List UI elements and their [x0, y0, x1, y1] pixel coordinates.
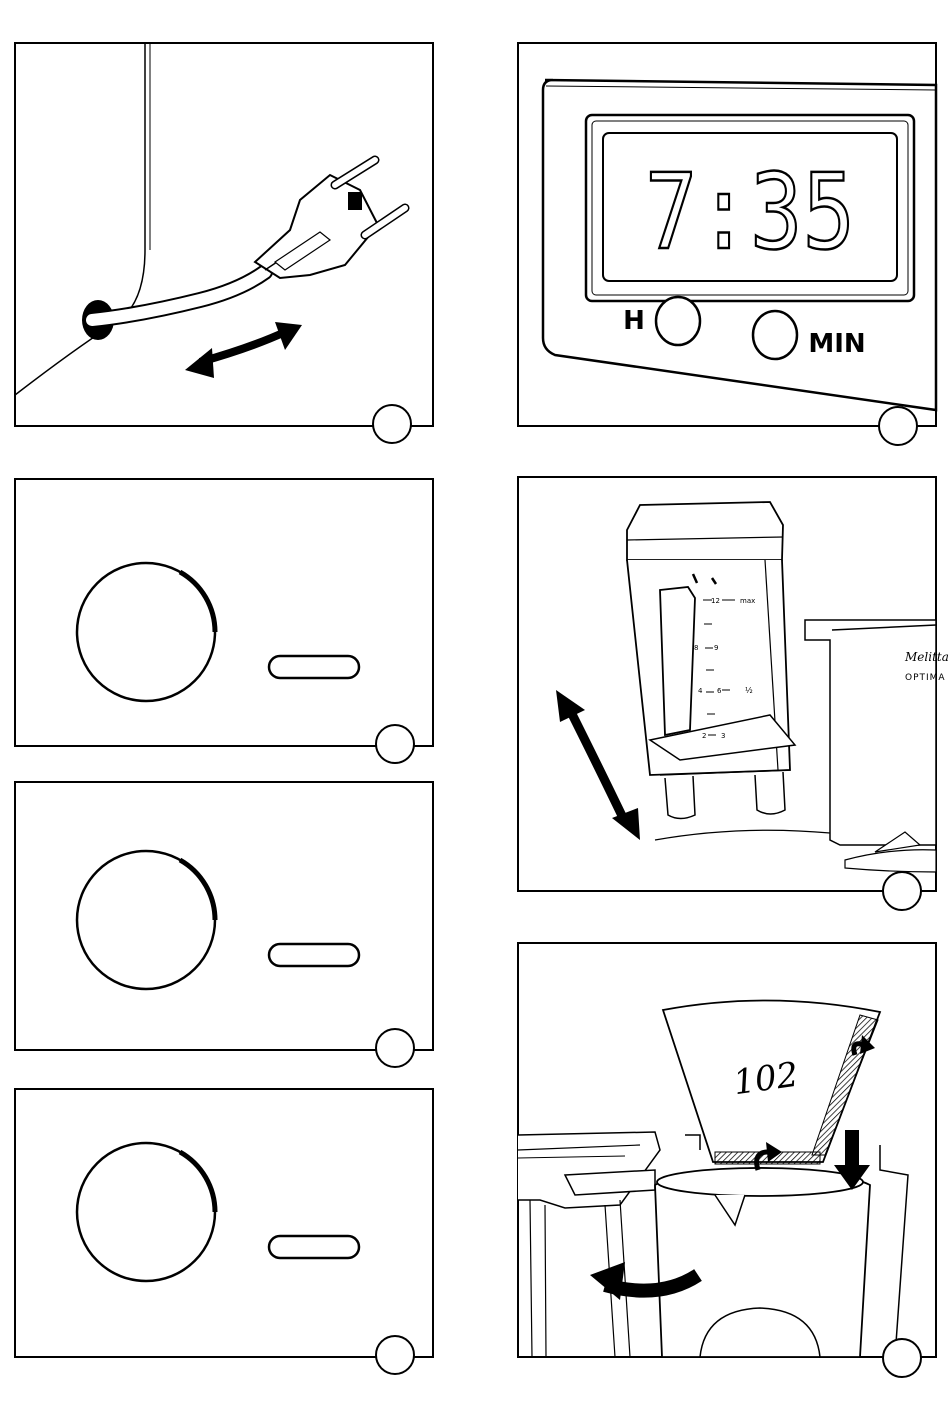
scale-label-3: 3: [721, 732, 725, 740]
scale-label-half: ½: [745, 686, 753, 695]
scale-label-6: 6: [717, 687, 722, 695]
clock-time-display: 7:35: [645, 151, 855, 273]
step-number-circle: [376, 1029, 414, 1067]
scale-label-9: 9: [714, 644, 718, 652]
hour-button-label: H: [623, 306, 645, 336]
indicator-light-icon: [269, 944, 359, 966]
panel-filter-insert: 102: [518, 943, 936, 1377]
scale-label-2: 2: [702, 732, 706, 740]
panel-power-button-2: [15, 782, 433, 1067]
step-number-circle: [883, 1339, 921, 1377]
hour-button[interactable]: [656, 297, 700, 345]
scale-label-max: max: [740, 597, 755, 605]
panel-clock-setting: 7:35 H MIN: [518, 43, 936, 445]
minute-button[interactable]: [753, 311, 797, 359]
step-number-circle: [879, 407, 917, 445]
model-name-text: OPTIMA: [905, 673, 946, 683]
indicator-light-icon: [269, 1236, 359, 1258]
step-number-circle: [373, 405, 411, 443]
brand-logo-text: Melitta: [904, 650, 949, 664]
step-number-circle: [883, 872, 921, 910]
panel-power-cord: [15, 43, 433, 443]
scale-label-4: 4: [698, 687, 703, 695]
scale-label-12: 12: [711, 597, 720, 605]
panel-water-tank: Melitta OPTIMA 12 max 9 8 6 4 ½ 3 2: [518, 477, 949, 910]
panel-power-button-1: [15, 479, 433, 763]
scale-label-8: 8: [694, 644, 698, 652]
panel-power-button-3: [15, 1089, 433, 1374]
indicator-light-icon: [269, 656, 359, 678]
step-number-circle: [376, 1336, 414, 1374]
minute-button-label: MIN: [808, 329, 865, 359]
step-number-circle: [376, 725, 414, 763]
